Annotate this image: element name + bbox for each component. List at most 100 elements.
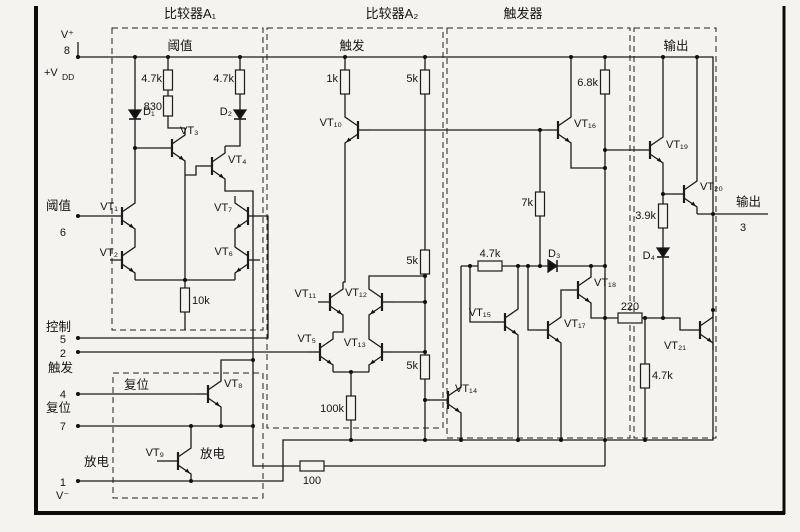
transistor-vt13: [367, 330, 396, 374]
pin-number-1: 1: [60, 477, 66, 489]
resistor-220: [617, 312, 643, 324]
label-vt21: VT₂₁: [664, 340, 686, 352]
pin-label-vdd-sub: DD: [62, 72, 74, 82]
label-vt20: VT₂₀: [700, 181, 723, 193]
labels: 比较器A₁ 比较器A₂ 触发器 阈值 触发 输出 复位 V⁺ 8 +V DD 阈…: [44, 6, 761, 502]
transistor-vt18: [564, 268, 593, 312]
figure-frame: [34, 6, 786, 515]
diode-d2: [233, 109, 247, 120]
label-r-5k-top: 5k: [406, 73, 418, 85]
transistor-vt4: [198, 144, 227, 188]
label-r-5k-low: 5k: [406, 360, 418, 372]
inner-label-reset: 复位: [124, 377, 149, 392]
pin-label-output: 输出: [736, 194, 761, 209]
diode-d3: [547, 259, 558, 273]
label-r-6k8: 6.8k: [577, 77, 598, 89]
block-title-comparator-a2: 比较器A₂: [366, 6, 419, 21]
label-vt3: VT₃: [180, 125, 199, 137]
resistor-6k8: [599, 69, 611, 95]
block-box-comparator-a2: [266, 27, 444, 429]
resistor-10k: [179, 287, 191, 313]
label-vt17: VT₁₇: [564, 318, 586, 330]
block-title-comparator-a1: 比较器A₁: [164, 6, 217, 21]
diodes: [128, 109, 670, 273]
inner-label-threshold: 阈值: [167, 38, 192, 53]
label-r-3k9: 3.9k: [635, 210, 656, 222]
resistors: [162, 69, 669, 472]
label-r-5k-mid: 5k: [406, 255, 418, 267]
resistor-7k: [534, 191, 546, 217]
block-boxes: [111, 27, 717, 499]
transistor-vt21: [686, 308, 715, 352]
pin-label-vdd: +V: [44, 67, 58, 79]
resistor-830: [162, 95, 174, 117]
label-r-10k: 10k: [192, 295, 210, 307]
block-box-flipflop: [446, 27, 631, 439]
resistor-100: [299, 460, 325, 472]
resistor-4k7-ff: [477, 260, 503, 272]
label-r-4k7-ff: 4.7k: [480, 248, 501, 260]
diode-d1: [128, 109, 142, 120]
transistor-vt16: [544, 108, 573, 152]
label-vt12: VT₁₂: [345, 287, 367, 299]
resistor-4k7-out: [639, 363, 651, 389]
label-vt19: VT₁₉: [666, 139, 688, 151]
label-r-4k7-out: 4.7k: [652, 370, 673, 382]
label-vt7: VT₇: [214, 202, 232, 214]
inner-label-output: 输出: [663, 38, 688, 53]
pin-number-5: 5: [60, 334, 66, 346]
label-vt6: VT₆: [215, 246, 234, 258]
resistor-5k-low: [419, 354, 431, 380]
label-vt4: VT₄: [228, 154, 247, 166]
label-vt5: VT₅: [298, 333, 317, 345]
label-r-7k: 7k: [521, 197, 533, 209]
transistor-vt20: [670, 172, 699, 216]
label-r-4k7-a1-top: 4.7k: [141, 73, 162, 85]
label-vt16: VT₁₆: [574, 118, 596, 130]
label-d1: D₁: [143, 106, 155, 118]
label-r-4k7-a1-right: 4.7k: [213, 73, 234, 85]
transistor-vt2: [108, 238, 137, 282]
block-box-reset: [112, 372, 264, 499]
pin-number-2: 2: [60, 348, 66, 360]
label-r-100: 100: [303, 475, 321, 487]
diode-d4: [656, 247, 670, 258]
transistor-vt19: [636, 128, 665, 172]
block-title-flipflop: 触发器: [503, 6, 542, 21]
pin-label-vplus: V⁺: [61, 29, 74, 41]
pin-label-control: 控制: [46, 320, 71, 334]
label-vt18: VT₁₈: [594, 277, 616, 289]
pin-label-trigger: 触发: [48, 360, 74, 375]
resistor-1k: [339, 69, 351, 95]
inner-label-trigger: 触发: [339, 38, 365, 53]
label-vt2: VT₂: [100, 247, 118, 259]
label-vt10: VT₁₀: [320, 117, 342, 129]
transistor-vt17: [534, 308, 563, 352]
label-r-100k: 100k: [320, 403, 344, 415]
label-vt14: VT₁₄: [455, 383, 478, 395]
label-r-220: 220: [621, 301, 639, 313]
transistor-vt8: [194, 372, 223, 416]
label-d2: D₂: [220, 106, 232, 118]
pin-label-reset: 复位: [46, 400, 71, 415]
resistor-5k-mid: [419, 249, 431, 275]
pin-number-3: 3: [740, 222, 746, 234]
resistor-4k7-a1-right: [234, 69, 246, 95]
block-box-output: [633, 27, 717, 439]
transistor-vt7: [233, 194, 262, 238]
pin-label-vminus: V⁻: [56, 490, 69, 502]
pin-number-6: 6: [60, 227, 66, 239]
pin-number-7: 7: [60, 421, 66, 433]
label-discharge-inner: 放电: [200, 446, 226, 461]
label-vt1: VT₁: [100, 201, 118, 213]
transistor-vt10: [343, 108, 372, 152]
label-vt8: VT₈: [224, 378, 243, 390]
pin-number-8: 8: [64, 45, 70, 57]
label-vt11: VT₁₁: [295, 288, 317, 300]
pin-number-4: 4: [60, 389, 66, 401]
resistor-100k: [345, 395, 357, 421]
label-d3: D₃: [548, 248, 560, 260]
label-r-1k: 1k: [326, 73, 338, 85]
